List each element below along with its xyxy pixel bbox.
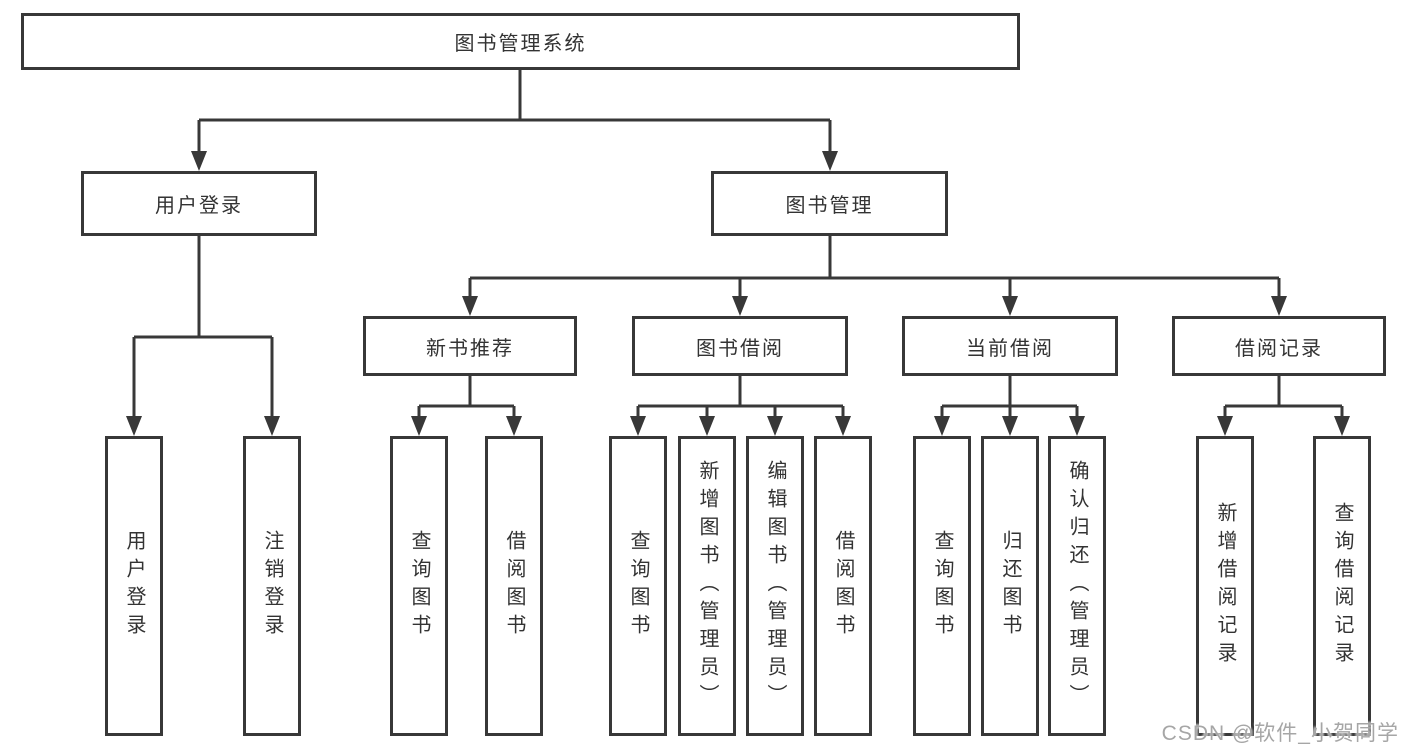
node-current-borrow: 当前借阅 [902, 316, 1118, 376]
node-leaf-query-books-recommend: 查询图书 [390, 436, 448, 736]
node-leaf-confirm-return-admin: 确认归还（管理员） [1048, 436, 1106, 736]
node-library-system: 图书管理系统 [21, 13, 1020, 70]
node-leaf-borrow-books-recommend: 借阅图书 [485, 436, 543, 736]
node-leaf-query-books-borrow: 查询图书 [609, 436, 667, 736]
node-leaf-return-books: 归还图书 [981, 436, 1039, 736]
node-user-login: 用户登录 [81, 171, 317, 236]
watermark: CSDN @软件_小贺同学 [1161, 722, 1399, 745]
node-leaf-query-borrow-record: 查询借阅记录 [1313, 436, 1371, 736]
node-borrow-records: 借阅记录 [1172, 316, 1386, 376]
node-leaf-borrow-books: 借阅图书 [814, 436, 872, 736]
node-leaf-logout: 注销登录 [243, 436, 301, 736]
node-book-borrow: 图书借阅 [632, 316, 848, 376]
node-leaf-edit-books-admin: 编辑图书（管理员） [746, 436, 804, 736]
node-leaf-add-borrow-record: 新增借阅记录 [1196, 436, 1254, 736]
node-book-management: 图书管理 [711, 171, 948, 236]
node-leaf-query-books-current: 查询图书 [913, 436, 971, 736]
node-new-book-recommend: 新书推荐 [363, 316, 577, 376]
node-leaf-add-books-admin: 新增图书（管理员） [678, 436, 736, 736]
node-leaf-user-login: 用户登录 [105, 436, 163, 736]
